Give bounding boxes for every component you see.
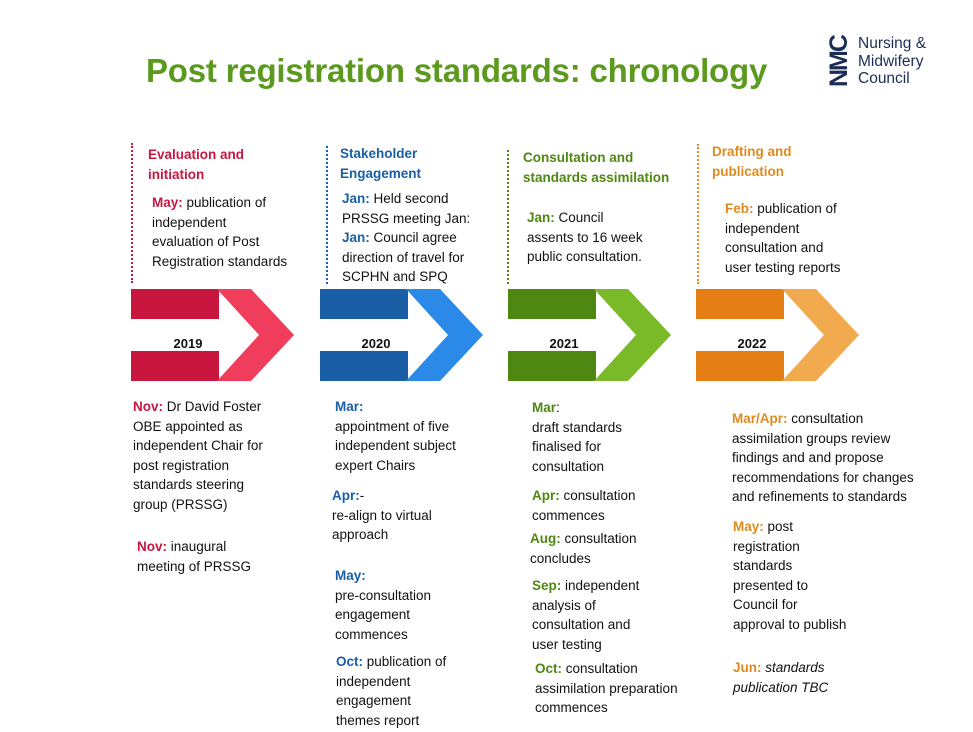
event-2020-may: May: pre-consultation engagement commenc…: [335, 568, 432, 642]
event-2021-aug: Aug: consultation concludes: [530, 531, 637, 566]
chevron-arrow-2020: [320, 289, 484, 381]
nmc-monogram-icon: NMC: [826, 34, 853, 87]
page-title: Post registration standards: chronology: [146, 52, 768, 89]
event-2021-jan: Jan: Council assents to 16 week public c…: [527, 210, 643, 265]
year-label-2019: 2019: [173, 336, 203, 351]
event-2022-jun: Jun: standards publication TBC: [733, 660, 829, 695]
chevron-arrow-2021: [508, 289, 672, 381]
event-2022-feb: Feb: publication of independent consulta…: [725, 201, 841, 275]
event-2019-nov-meeting: Nov: inaugural meeting of PRSSG: [137, 539, 252, 574]
year-label-2020: 2020: [361, 336, 391, 351]
chevron-arrow-2019: [131, 289, 295, 381]
event-2022-mar-apr: Mar/Apr: consultation assimilation group…: [732, 411, 914, 505]
logo-line-3: Council: [858, 70, 910, 87]
chevron-arrow-2022: [696, 289, 860, 381]
event-2020-apr: Apr:- re-align to virtual approach: [332, 488, 432, 543]
event-2020-oct: Oct: publication of independent engageme…: [336, 654, 447, 728]
logo-line-1: Nursing &: [858, 35, 927, 52]
logo-line-2: Midwifery: [858, 52, 924, 70]
event-2021-sep: Sep: independent analysis of consultatio…: [532, 578, 640, 652]
year-label-2022: 2022: [737, 336, 767, 351]
event-2021-oct: Oct: consultation assimilation preparati…: [535, 661, 678, 716]
event-2020-mar: Mar: appointment of five independent sub…: [335, 399, 456, 473]
dotted-connector-2022: [697, 144, 699, 284]
svg-text:NMC: NMC: [826, 34, 853, 87]
event-2021-mar: Mar: draft standards finalised for consu…: [532, 400, 623, 474]
event-2019-may: May: publication of independent evaluati…: [152, 195, 288, 269]
event-2021-apr: Apr: consultation commences: [532, 488, 636, 523]
event-2019-nov-chair: Nov: Dr David Foster OBE appointed as in…: [133, 399, 263, 512]
event-2020-jan: Jan: Held second PRSSG meeting Jan: Jan:…: [342, 191, 471, 285]
dotted-connector-2020: [326, 146, 328, 284]
nmc-logo: NMC Nursing & Midwifery Council: [826, 34, 966, 92]
dotted-connector-2019: [131, 143, 133, 283]
event-2022-may: May: post registration standards present…: [733, 519, 847, 632]
year-label-2021: 2021: [549, 336, 579, 351]
dotted-connector-2021: [507, 150, 509, 284]
